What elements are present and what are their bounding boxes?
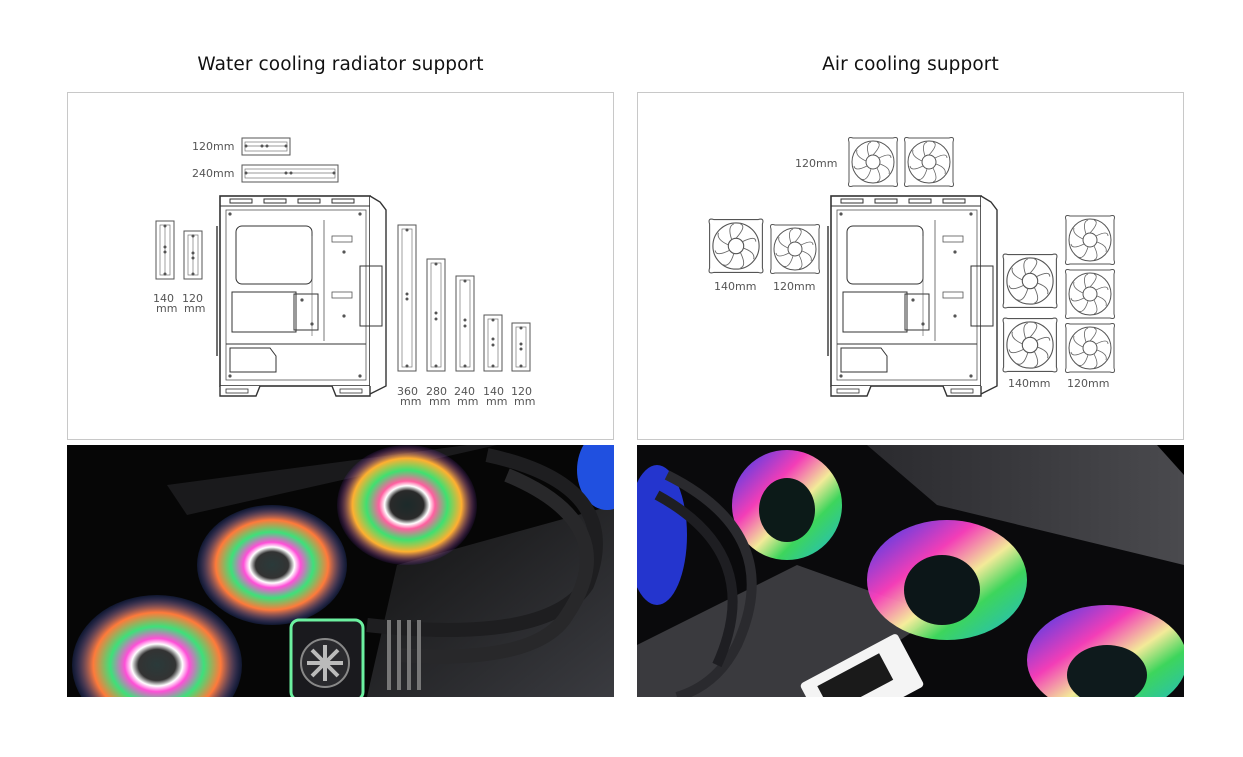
front-fan-label-140: 140mm [1008, 377, 1050, 390]
side-radiator-unit-360: mm [400, 395, 421, 408]
side-radiator-unit-140: mm [486, 395, 507, 408]
side-radiator-size-120: 120 [511, 385, 532, 398]
water-cooling-diagram: 120mm 240mm 140 mm 120 mm [67, 92, 614, 440]
side-radiators-group [397, 224, 531, 372]
top-fan-label-120: 120mm [795, 157, 837, 170]
front-radiator-size-120: 120 [182, 292, 203, 305]
air-cooling-photo [637, 445, 1184, 697]
pc-case-drawing [216, 195, 387, 397]
side-radiator-unit-240: mm [457, 395, 478, 408]
fan-support-illustration: 120mm 140mm 120mm 140mm 120mm [708, 137, 1115, 397]
side-radiator-size-240: 240 [454, 385, 475, 398]
side-radiator-size-360: 360 [397, 385, 418, 398]
section-title-water-cooling: Water cooling radiator support [197, 54, 484, 75]
rear-fan-label-140: 140mm [714, 280, 756, 293]
side-radiator-unit-120: mm [514, 395, 535, 408]
air-cooling-diagram: 120mm 140mm 120mm 140mm 120mm [637, 92, 1184, 440]
front-fan-label-120: 120mm [1067, 377, 1109, 390]
side-radiator-size-280: 280 [426, 385, 447, 398]
rear-fan-label-120: 120mm [773, 280, 815, 293]
front-radiator-unit-120: mm [184, 302, 205, 315]
front-radiator-unit-140: mm [156, 302, 177, 315]
top-radiator-label-120: 120mm [192, 140, 234, 153]
water-cooling-photo [67, 445, 614, 697]
side-radiator-size-140: 140 [483, 385, 504, 398]
top-radiator-label-240: 240mm [192, 167, 234, 180]
pc-case-drawing [827, 195, 998, 397]
front-radiator-size-140: 140 [153, 292, 174, 305]
radiator-support-illustration: 120mm 240mm 140 mm 120 mm [153, 137, 535, 408]
section-title-air-cooling: Air cooling support [822, 54, 999, 75]
side-radiator-unit-280: mm [429, 395, 450, 408]
